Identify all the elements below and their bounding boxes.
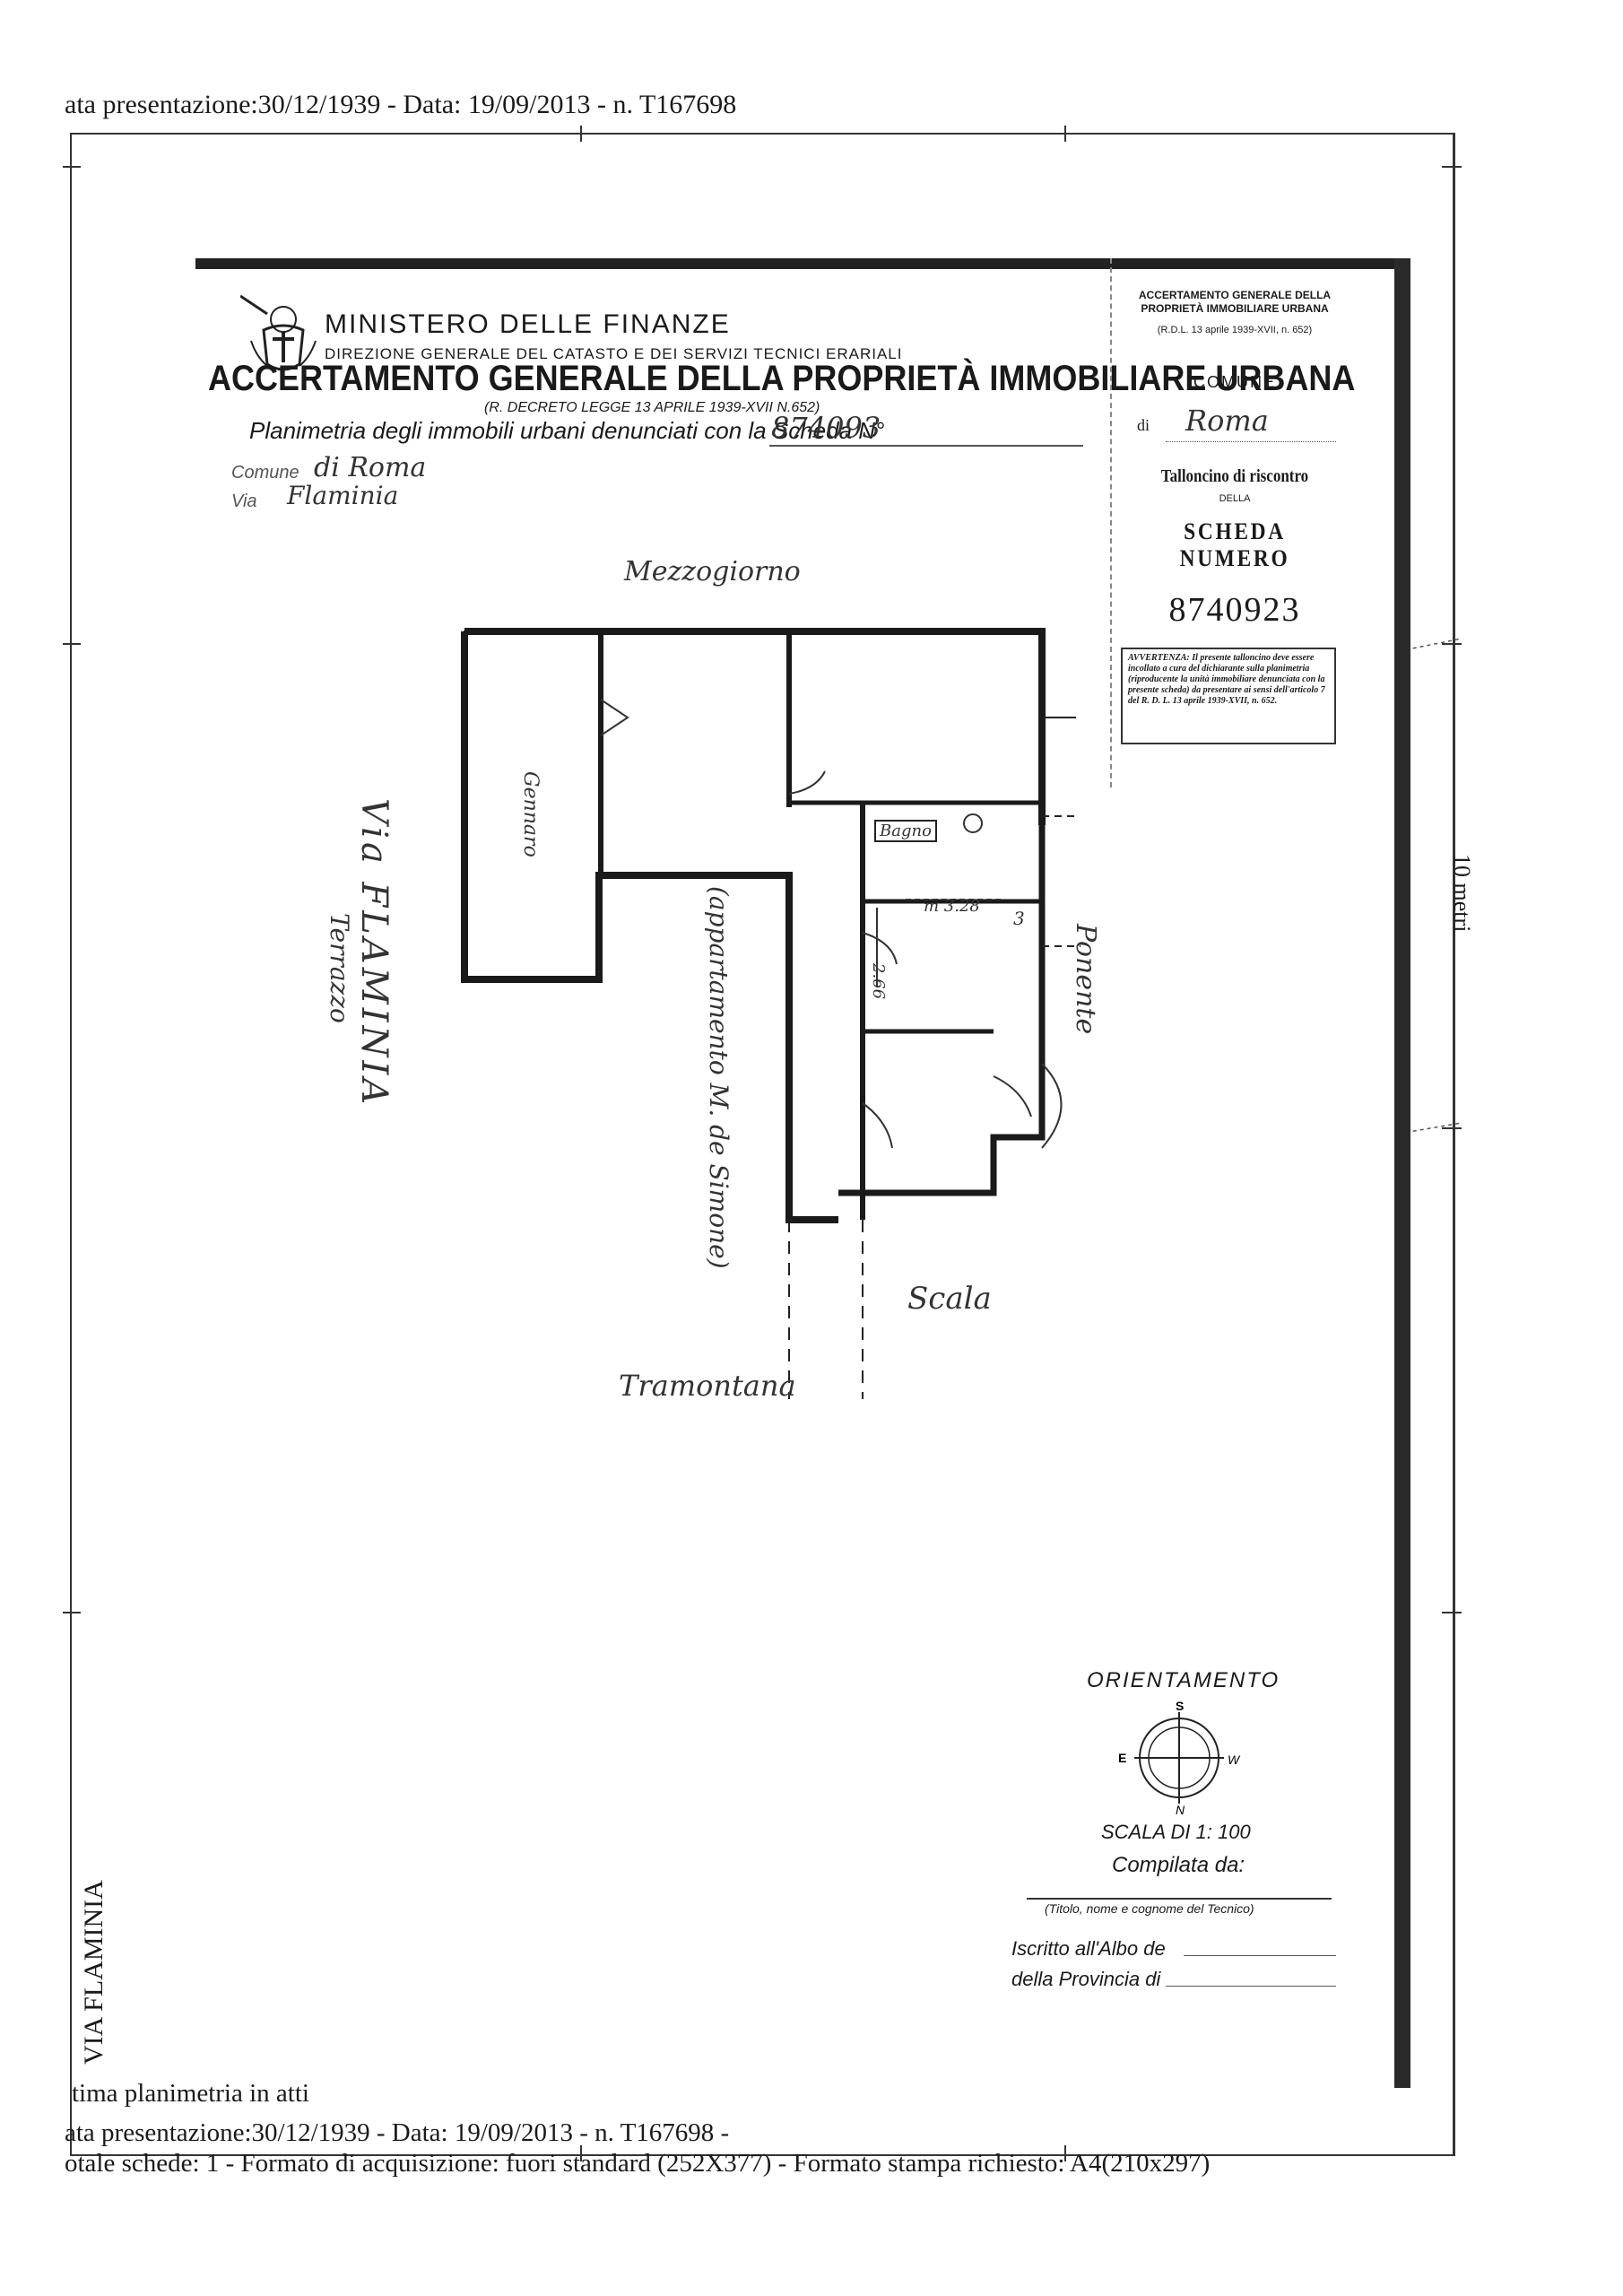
compass-n: N bbox=[1176, 1803, 1185, 1816]
stub-number: 8740923 bbox=[1168, 591, 1301, 629]
iscritto-line bbox=[1184, 1955, 1336, 1956]
talloncino-stub bbox=[1110, 258, 1347, 787]
stub-di-label: di bbox=[1137, 416, 1150, 434]
plan-right-wall bbox=[838, 825, 1046, 1196]
compass-icon: S E W N bbox=[1118, 1700, 1241, 1816]
side-via-label: VIA FLAMINIA bbox=[79, 1880, 108, 2065]
stub-scheda-numero: SCHEDA NUMERO bbox=[1179, 518, 1290, 571]
provincia-line bbox=[1166, 1986, 1336, 1987]
via-label: Via bbox=[231, 491, 257, 511]
compass-w: W bbox=[1228, 1752, 1241, 1767]
scala-label: SCALA DI 1: 100 bbox=[1101, 1821, 1251, 1843]
plan-outer-left-wall bbox=[461, 631, 838, 1223]
north-label: Mezzogiorno bbox=[624, 556, 801, 587]
stub-comune-label: COMUNE bbox=[1193, 373, 1276, 391]
room-number: 3 bbox=[1013, 908, 1025, 929]
planimetria-underline bbox=[769, 445, 1083, 447]
plan-outer-top-wall bbox=[464, 628, 1046, 825]
stub-avvertenza: AVVERTENZA: Il presente talloncino deve … bbox=[1121, 648, 1336, 744]
comune-handwritten: di Roma bbox=[314, 452, 427, 483]
stub-talloncino: Talloncino di riscontro bbox=[1160, 466, 1309, 486]
room-label: Gennaro bbox=[519, 771, 542, 857]
planimetria-label: Planimetria degli immobili urbani denunc… bbox=[249, 417, 885, 444]
presentation-header: ata presentazione:30/12/1939 - Data: 19/… bbox=[65, 90, 737, 119]
comune-label: Comune bbox=[231, 463, 299, 483]
sheet-right-border bbox=[1394, 258, 1410, 2088]
stub-title: ACCERTAMENTO GENERALE DELLA PROPRIETÀ IM… bbox=[1138, 289, 1332, 315]
compass-s: S bbox=[1176, 1700, 1184, 1713]
outer-frame bbox=[70, 133, 1455, 2156]
decreto-reference: (R. DECRETO LEGGE 13 APRILE 1939-XVII N.… bbox=[484, 400, 820, 415]
crest-icon bbox=[240, 294, 317, 371]
compass-e: E bbox=[1118, 1751, 1126, 1765]
scheda-handwritten: 874093 bbox=[771, 411, 881, 445]
iscritto-label: Iscritto all'Albo de bbox=[1011, 1937, 1166, 1960]
provincia-label: della Provincia di bbox=[1011, 1968, 1161, 1990]
via-handwritten: Flaminia bbox=[287, 481, 399, 510]
footer-line-2: ata presentazione:30/12/1939 - Data: 19/… bbox=[65, 2118, 730, 2147]
stub-di-underline bbox=[1166, 441, 1336, 442]
compilata-label: Compilata da: bbox=[1112, 1853, 1245, 1877]
sheet-top-border bbox=[195, 258, 1408, 269]
titolo-caption: (Titolo, nome e cognome del Tecnico) bbox=[1045, 1901, 1254, 1916]
orientamento-title: ORIENTAMENTO bbox=[1087, 1668, 1280, 1692]
neighbor-label: (appartamento M. de Simone) bbox=[704, 886, 733, 1269]
scale-bar-label: 10 metri bbox=[1449, 854, 1475, 933]
footer-line-3: otale schede: 1 - Formato di acquisizion… bbox=[65, 2149, 1211, 2178]
footer-line-1: tima planimetria in atti bbox=[72, 2079, 309, 2108]
stub-rdl: (R.D.L. 13 aprile 1939-XVII, n. 652) bbox=[1157, 325, 1313, 335]
titolo-line bbox=[1027, 1898, 1332, 1900]
form-title: ACCERTAMENTO GENERALE DELLA PROPRIETÀ IM… bbox=[208, 359, 1356, 398]
south-label: Tramontana bbox=[619, 1369, 796, 1403]
stair-label: Scala bbox=[907, 1281, 992, 1317]
direzione-subtitle: DIREZIONE GENERALE DEL CATASTO E DEI SER… bbox=[325, 345, 903, 362]
stub-della: DELLA bbox=[1219, 493, 1251, 504]
west-label: Ponente bbox=[1070, 924, 1101, 1035]
street-label: Via FLAMINIA bbox=[353, 798, 395, 1109]
dimension-b: 2.66 bbox=[869, 963, 888, 1000]
ministry-title: MINISTERO DELLE FINANZE bbox=[325, 309, 731, 339]
dimension-a: m 3.28 bbox=[924, 897, 980, 916]
stub-comune-handwritten: Roma bbox=[1185, 404, 1269, 438]
bagno-label: Bagno bbox=[874, 820, 937, 842]
terrace-label: Terrazzo bbox=[325, 913, 354, 1023]
